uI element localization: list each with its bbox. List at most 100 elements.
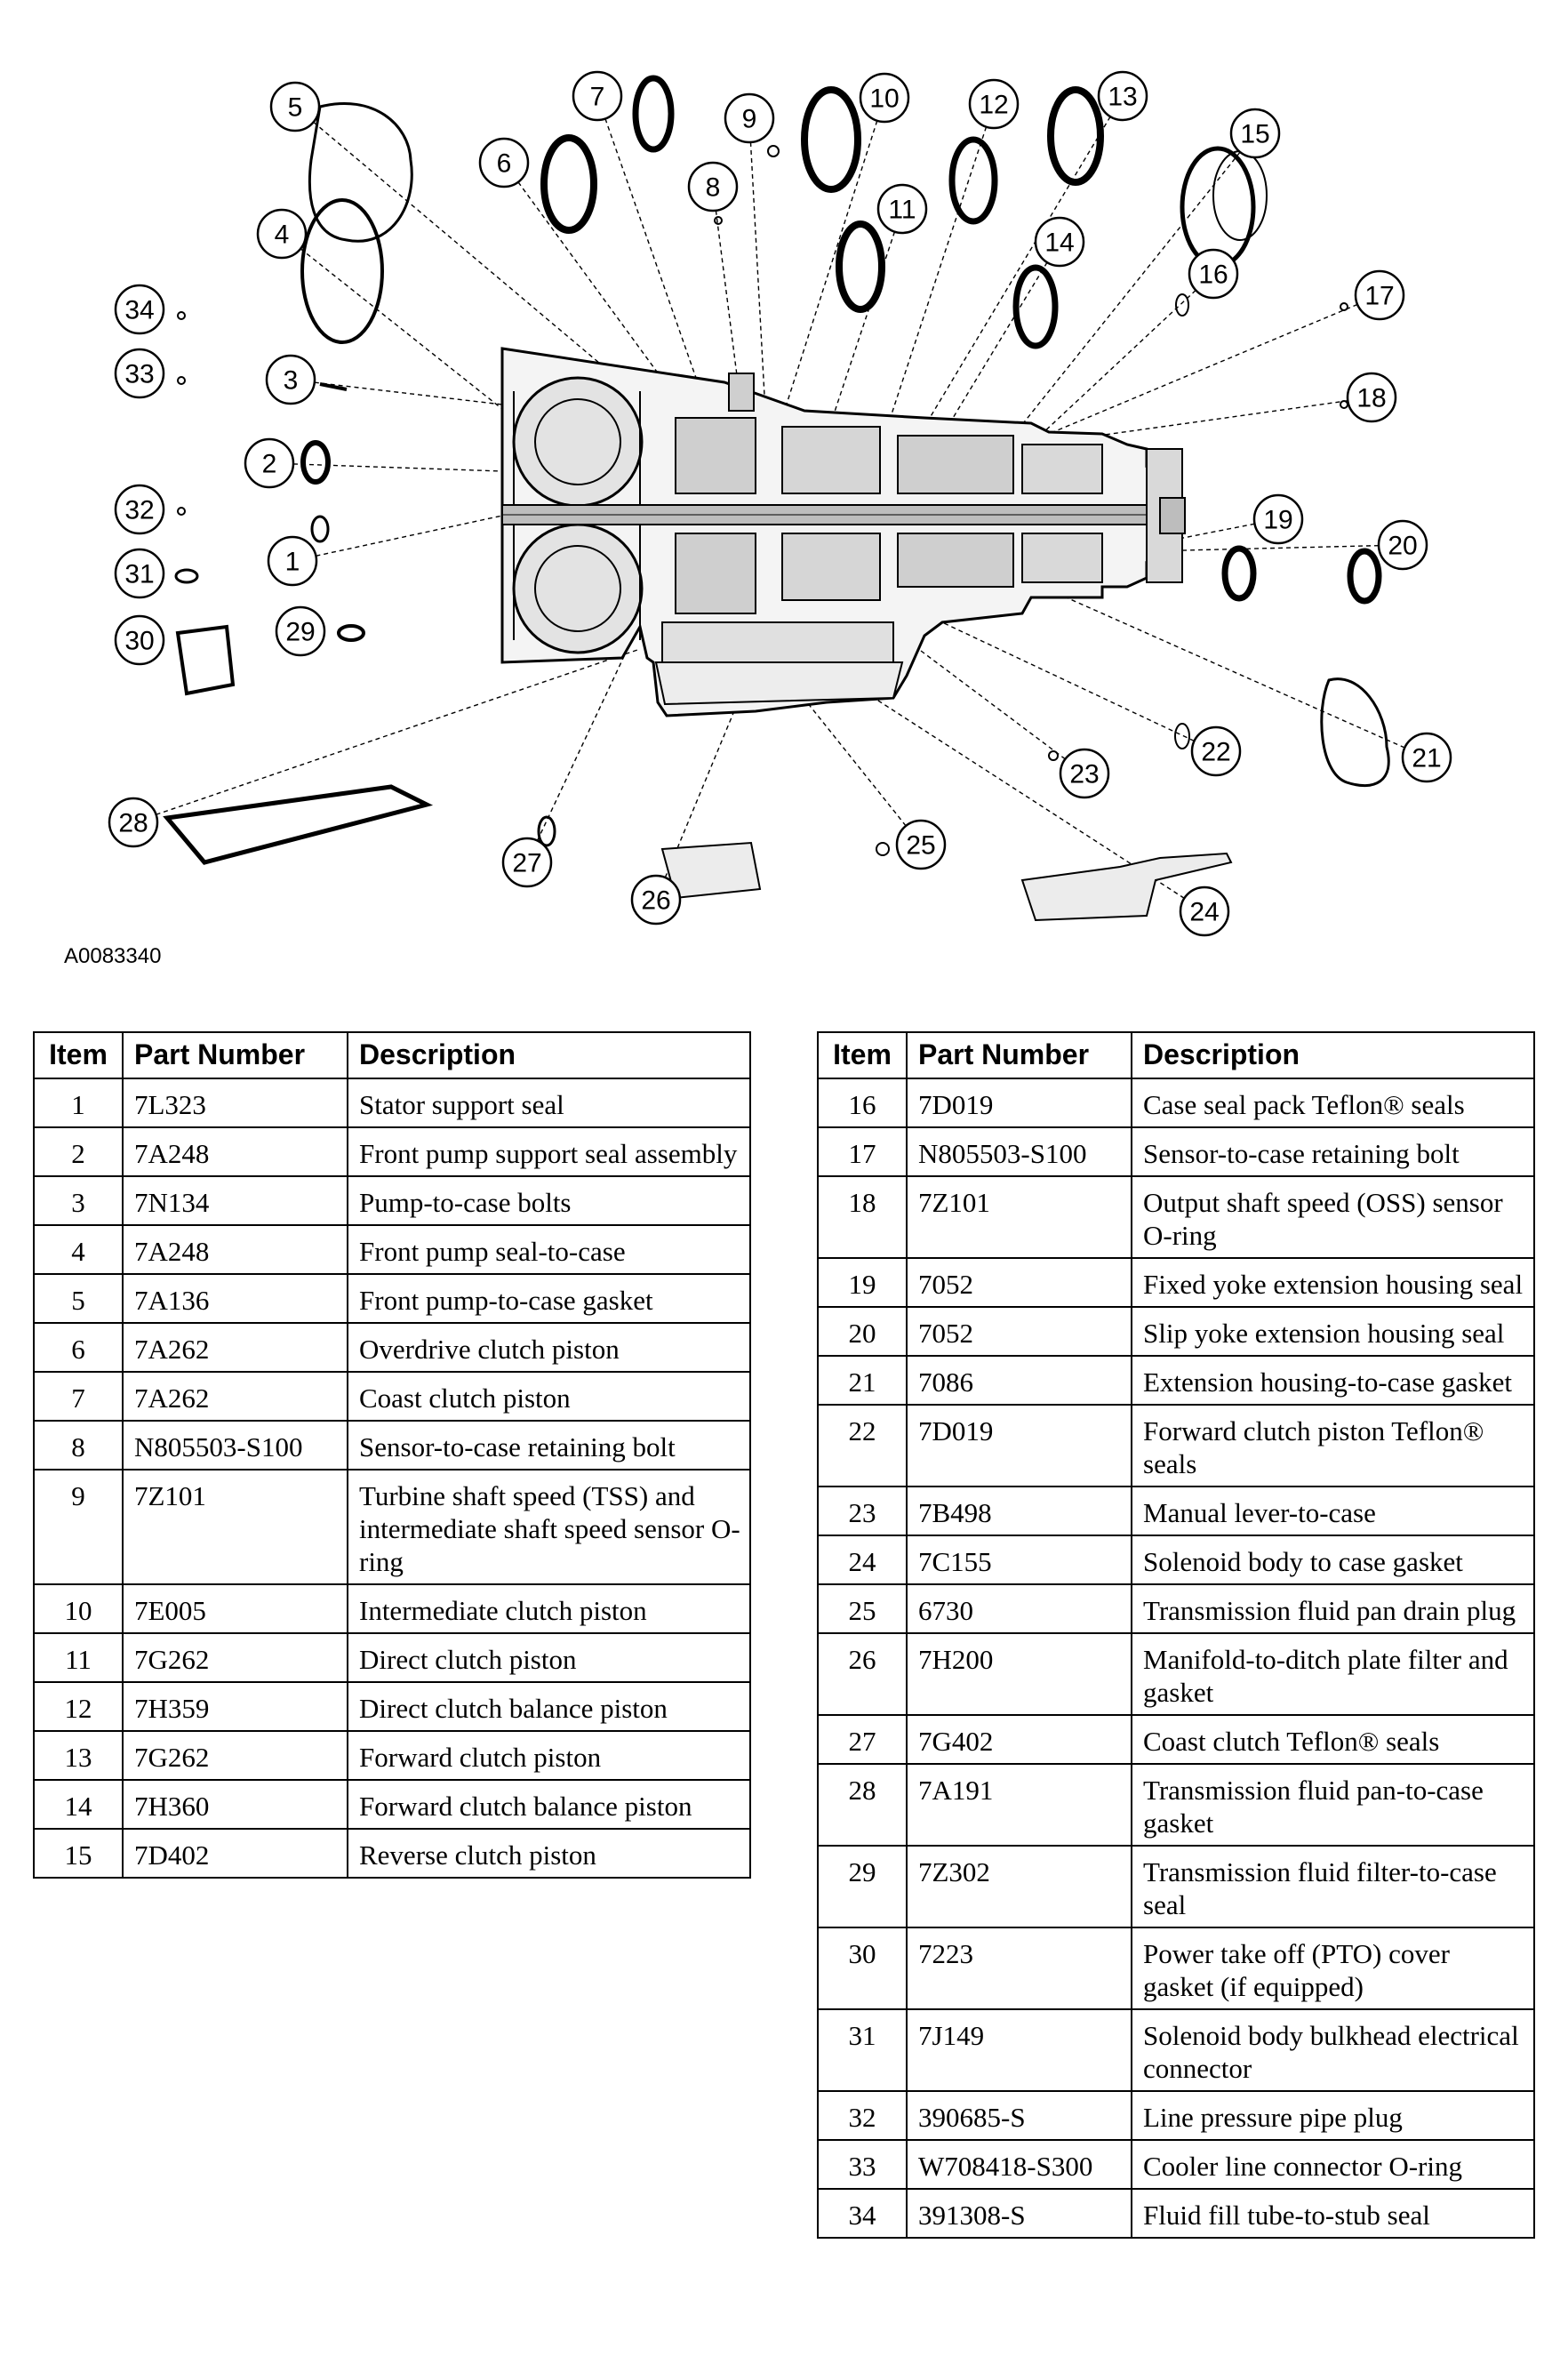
part-number-cell: 7B498 xyxy=(906,1486,1132,1536)
callout-22: 22 xyxy=(1190,725,1242,777)
svg-text:11: 11 xyxy=(888,196,916,225)
callout-23: 23 xyxy=(1059,748,1110,799)
part-number-cell: 390685-S xyxy=(906,2090,1132,2141)
svg-text:3: 3 xyxy=(284,366,299,396)
leader-line-4 xyxy=(281,233,503,410)
leader-line-8 xyxy=(712,186,739,383)
part-number-cell: 7052 xyxy=(906,1306,1132,1357)
coast-teflon-seal-shape xyxy=(537,815,556,847)
svg-text:23: 23 xyxy=(1069,760,1099,789)
callout-12: 12 xyxy=(968,78,1020,130)
header-item: Item xyxy=(817,1031,908,1079)
part-number-cell: 7J149 xyxy=(906,2008,1132,2092)
item-cell: 10 xyxy=(33,1583,124,1634)
callout-11: 11 xyxy=(876,183,928,235)
callout-7: 7 xyxy=(572,70,623,122)
description-cell: Line pressure pipe plug xyxy=(1131,2090,1535,2141)
callout-4: 4 xyxy=(256,208,308,260)
callout-9: 9 xyxy=(724,92,775,144)
item-cell: 1 xyxy=(33,1078,124,1128)
callout-29: 29 xyxy=(275,605,326,657)
svg-text:14: 14 xyxy=(1044,228,1074,258)
svg-text:34: 34 xyxy=(124,296,154,325)
leader-line-21 xyxy=(1021,577,1428,758)
pto-gasket-shape xyxy=(175,624,236,696)
leader-line-5 xyxy=(294,106,623,383)
svg-text:22: 22 xyxy=(1201,738,1230,767)
item-cell: 16 xyxy=(817,1078,908,1128)
svg-text:24: 24 xyxy=(1189,898,1219,927)
leader-line-23 xyxy=(906,639,1085,774)
part-number-cell: 7A191 xyxy=(906,1763,1132,1847)
svg-text:10: 10 xyxy=(869,84,899,114)
callout-10: 10 xyxy=(859,72,910,124)
callout-2: 2 xyxy=(244,437,295,489)
callout-13: 13 xyxy=(1097,70,1148,122)
coast-piston-shape xyxy=(632,75,675,153)
svg-text:15: 15 xyxy=(1240,120,1269,149)
svg-text:12: 12 xyxy=(979,91,1008,120)
item-cell: 32 xyxy=(817,2090,908,2141)
direct-piston-shape xyxy=(836,220,885,313)
part-number-cell: 7C155 xyxy=(906,1535,1132,1585)
reverse-piston-shape xyxy=(1180,146,1256,268)
part-number-cell: 7A248 xyxy=(122,1126,348,1177)
description-cell: Fixed yoke extension housing seal xyxy=(1131,1257,1535,1308)
description-cell: Cooler line connector O-ring xyxy=(1131,2139,1535,2190)
callout-33: 33 xyxy=(114,348,165,399)
svg-text:30: 30 xyxy=(124,627,154,656)
svg-text:18: 18 xyxy=(1356,384,1386,413)
callout-17: 17 xyxy=(1354,269,1405,321)
item-cell: 17 xyxy=(817,1126,908,1177)
svg-text:16: 16 xyxy=(1198,260,1228,290)
svg-text:25: 25 xyxy=(906,831,935,861)
callout-19: 19 xyxy=(1252,493,1304,545)
part-number-cell: 7G262 xyxy=(122,1632,348,1683)
callout-16: 16 xyxy=(1188,248,1239,300)
description-cell: Transmission fluid filter-to-case seal xyxy=(1131,1845,1535,1928)
description-cell: Direct clutch piston xyxy=(347,1632,751,1683)
svg-text:19: 19 xyxy=(1263,506,1292,535)
part-number-cell: 6730 xyxy=(906,1583,1132,1634)
item-cell: 7 xyxy=(33,1371,124,1422)
item-cell: 26 xyxy=(817,1632,908,1716)
item-cell: 28 xyxy=(817,1763,908,1847)
part-number-cell: 7D019 xyxy=(906,1078,1132,1128)
part-number-cell: 7N134 xyxy=(122,1175,348,1226)
item-cell: 8 xyxy=(33,1420,124,1470)
svg-text:26: 26 xyxy=(641,886,670,916)
callout-24: 24 xyxy=(1179,886,1230,937)
leader-line-17 xyxy=(1048,294,1380,435)
description-cell: Intermediate clutch piston xyxy=(347,1583,751,1634)
leader-line-22 xyxy=(941,621,1217,752)
forward-piston-shape xyxy=(1047,86,1104,186)
part-number-cell: 7052 xyxy=(906,1257,1132,1308)
part-number-cell: 391308-S xyxy=(906,2188,1132,2239)
description-cell: Pump-to-case bolts xyxy=(347,1175,751,1226)
svg-text:8: 8 xyxy=(706,173,721,203)
header-description: Description xyxy=(347,1031,751,1079)
front-pump-support-seal-shape xyxy=(300,440,331,485)
description-cell: Turbine shaft speed (TSS) and intermedia… xyxy=(347,1469,751,1585)
leader-lines xyxy=(132,95,1428,912)
description-cell: Stator support seal xyxy=(347,1078,751,1128)
callout-31: 31 xyxy=(114,548,165,599)
callout-18: 18 xyxy=(1346,372,1397,423)
part-number-cell: 7A248 xyxy=(122,1224,348,1275)
stator-seal-shape xyxy=(310,515,330,543)
item-cell: 15 xyxy=(33,1828,124,1879)
